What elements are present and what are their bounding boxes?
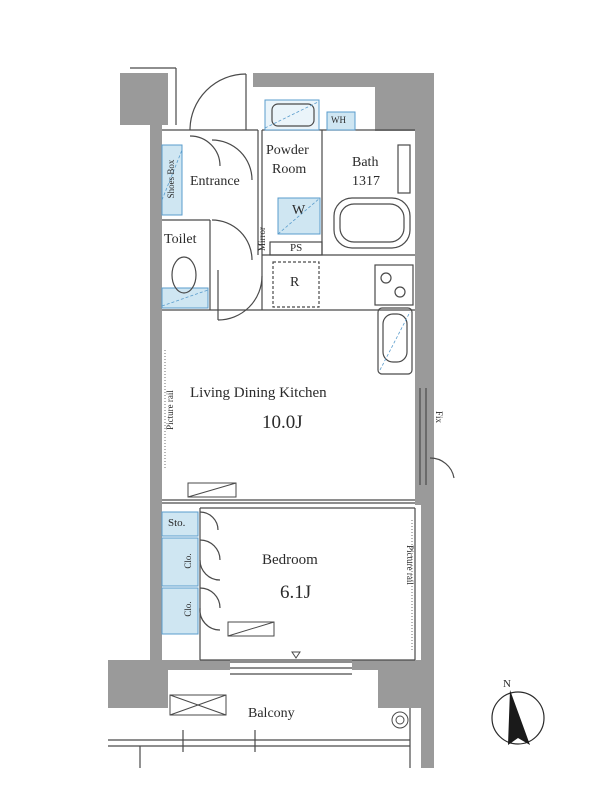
- door-entry: [189, 73, 247, 131]
- door-ldk: [217, 275, 263, 321]
- washbasin: [271, 103, 315, 127]
- label-toilet: Toilet: [164, 232, 197, 247]
- compass: [491, 690, 545, 745]
- door-toilet: [211, 219, 253, 261]
- door-right-side: [429, 457, 455, 479]
- storage-box: [161, 511, 199, 537]
- label-bedroom: Bedroom: [262, 552, 318, 568]
- closet-1: [161, 537, 199, 587]
- bath-vanity: [397, 144, 411, 194]
- label-compass-north: N: [503, 678, 511, 690]
- bath-kitchen: [171, 103, 414, 375]
- label-balcony: Balcony: [248, 706, 295, 721]
- label-refrigerator: R: [290, 275, 300, 290]
- wh-box: [326, 111, 356, 131]
- toilet-bowl: [171, 256, 197, 294]
- label-bath-size: 1317: [352, 174, 380, 189]
- bathtub-outer: [333, 197, 411, 249]
- doors: [189, 73, 455, 631]
- label-mirror: Mirror: [257, 227, 267, 251]
- interior-walls: [108, 67, 427, 768]
- column-bottom-right: [378, 660, 434, 708]
- label-ldk: Living Dining Kitchen: [190, 385, 327, 401]
- label-shoes-box: Shoes Box: [166, 159, 176, 199]
- label-wh: WH: [331, 115, 346, 125]
- label-fix: Fix: [434, 410, 444, 423]
- label-closet-1: Clo.: [183, 553, 193, 569]
- drain: [391, 711, 409, 729]
- stove: [374, 264, 414, 306]
- label-bedroom-size: 6.1J: [280, 582, 312, 603]
- door-entrance-inner: [189, 135, 221, 167]
- picture-rails: [164, 350, 413, 650]
- wall-right-outer: [421, 73, 434, 768]
- dashed-lines: [161, 101, 411, 371]
- label-powder-room-1: Powder: [266, 143, 309, 158]
- label-bath: Bath: [352, 155, 379, 170]
- label-closet-2: Clo.: [183, 601, 193, 617]
- label-entrance: Entrance: [190, 174, 240, 189]
- ac-unit: [169, 694, 227, 716]
- bathtub-inner: [339, 203, 405, 243]
- kitchen-sink: [377, 307, 413, 375]
- label-picture-rail-bedroom: Picture rail: [405, 545, 415, 585]
- wall-right-inner: [415, 120, 423, 505]
- wall-bedroom-bottom-right: [352, 660, 382, 670]
- label-ps: PS: [290, 242, 303, 254]
- compass-needle: [508, 690, 530, 745]
- wall-left: [150, 73, 162, 673]
- label-picture-rail-ldk: Picture rail: [165, 390, 175, 430]
- wall-bedroom-bottom: [160, 660, 230, 670]
- shelves: [169, 482, 409, 729]
- label-powder-room-2: Room: [272, 162, 307, 177]
- closet-2: [161, 587, 199, 635]
- label-storage: Sto.: [168, 517, 186, 529]
- label-ldk-size: 10.0J: [262, 412, 303, 433]
- column-bottom-left: [108, 660, 168, 708]
- compass-circle: [491, 691, 545, 745]
- toilet-bowl-area: [161, 287, 209, 309]
- walls: [108, 73, 434, 768]
- label-washer: W: [292, 203, 306, 218]
